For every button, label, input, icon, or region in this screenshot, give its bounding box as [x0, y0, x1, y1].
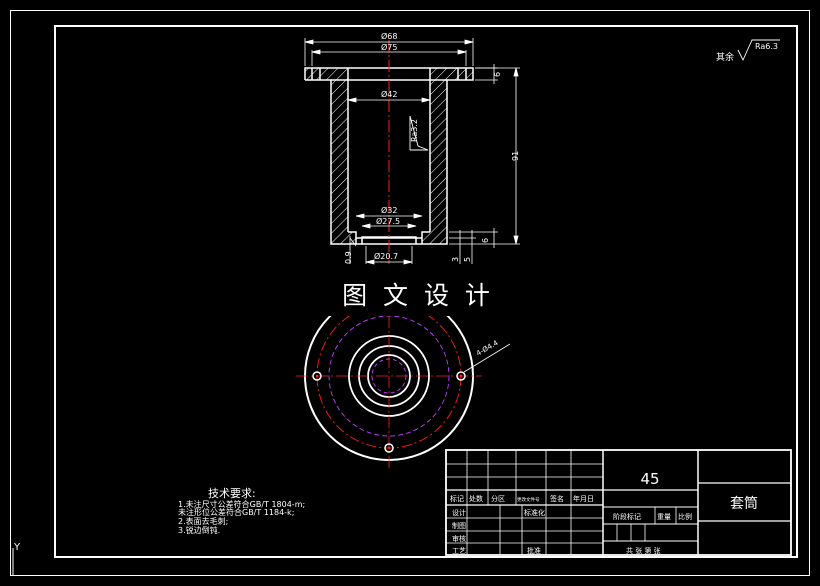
tb-header: 签名	[550, 494, 564, 503]
tb-stage: 阶段标记	[613, 512, 641, 521]
watermark-text: 图 文 设 计	[342, 281, 494, 310]
dim-flange-diameter: Ø75	[381, 42, 397, 52]
dim-outer-diameter: Ø68	[381, 31, 397, 41]
dim-step-5: 5	[463, 257, 472, 262]
top-view: 4-Ø4.4	[296, 316, 511, 470]
hatch-pattern-icon	[305, 68, 356, 244]
dim-step-3: 3	[451, 257, 460, 262]
inner-frame	[54, 25, 798, 558]
roughness-prefix: 其余	[716, 51, 734, 63]
dim-chamfer: 0.9	[344, 251, 353, 264]
tb-row-check: 审核	[452, 534, 466, 543]
tb-scale: 比例	[678, 512, 692, 521]
tb-header: 处数	[469, 494, 483, 503]
general-roughness-note: 其余 Ra6.3	[716, 39, 780, 63]
dim-total-height: 91	[511, 151, 520, 161]
roughness-symbol-icon	[737, 39, 780, 62]
tech-line: 1.未注尺寸公差符合GB/T 1804-m;	[178, 499, 305, 509]
roughness-symbol-icon	[409, 115, 429, 151]
tb-header: 标记	[450, 494, 464, 503]
ucs-axis-label: Y	[13, 542, 21, 553]
dim-inner-bottom-diameter: Ø27.5	[376, 216, 400, 226]
dim-flange-height: 6	[493, 72, 502, 77]
material-text: 45	[640, 470, 659, 488]
roughness-value: Ra6.3	[755, 42, 778, 51]
tb-header: 更改文件号	[517, 496, 540, 503]
tb-header: 分区	[491, 494, 505, 503]
part-name: 套筒	[730, 495, 758, 512]
tb-approve: 批准	[527, 546, 541, 555]
tb-row-process: 工艺	[452, 547, 466, 555]
tech-line: 未注形位公差符合GB/T 1184-k;	[178, 507, 294, 517]
tb-weight: 重量	[657, 513, 671, 521]
tb-row-draw: 制图	[452, 521, 466, 530]
ucs-axis-icon: Y	[12, 542, 21, 575]
dimension-lines	[304, 38, 520, 265]
tb-sheets: 共 张 第 张	[626, 546, 661, 555]
section-view	[304, 67, 474, 245]
dim-roughness-bore: Ra3.2	[410, 119, 419, 142]
tb-row-design: 设计	[452, 508, 466, 517]
tech-line: 3.锐边倒钝.	[178, 525, 220, 535]
tb-standardize: 标准化	[524, 508, 545, 517]
dim-bore-diameter: Ø42	[381, 89, 397, 99]
tech-line: 2.表面去毛刺;	[178, 516, 228, 526]
technical-requirements: 技术要求: 1.未注尺寸公差符合GB/T 1804-m; 未注形位公差符合GB/…	[178, 487, 305, 535]
tb-header: 年月日	[573, 494, 594, 503]
tech-title: 技术要求:	[208, 487, 256, 500]
dim-bottom-height: 6	[481, 238, 490, 243]
dim-hole-diameter: Ø20.7	[374, 251, 398, 261]
dim-bolt-holes: 4-Ø4.4	[475, 339, 500, 358]
outer-frame	[10, 10, 810, 576]
dim-bottom-diameter: Ø32	[381, 205, 397, 215]
title-block	[445, 449, 792, 556]
